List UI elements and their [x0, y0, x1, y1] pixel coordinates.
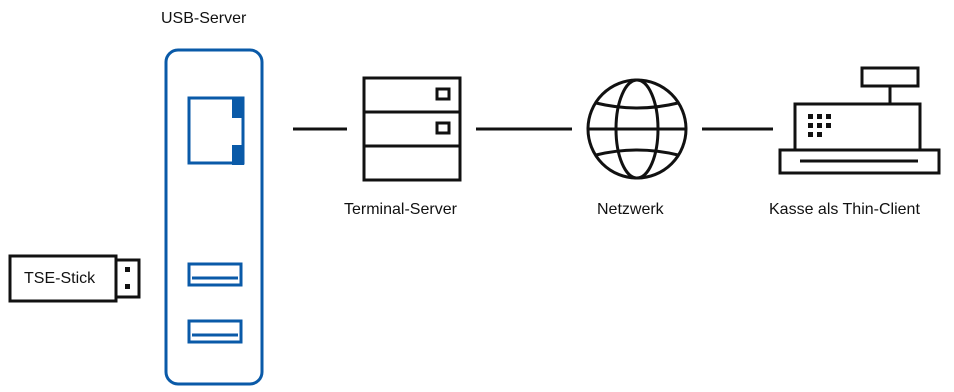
usb-server-label: USB-Server: [161, 10, 247, 27]
cash-register-label: Kasse als Thin-Client: [769, 201, 920, 218]
tse-stick-label: TSE-Stick: [24, 270, 96, 287]
cash-register-icon: [778, 66, 941, 175]
usb-server-icon: [164, 48, 264, 386]
ethernet-port-icon: [187, 96, 245, 165]
usb-stick-icon: [8, 254, 141, 303]
usb-port-icon: [187, 319, 243, 344]
usb-port-icon: [187, 262, 243, 287]
network-label: Netzwerk: [597, 201, 664, 218]
globe-icon: [586, 78, 688, 180]
server-icon: [362, 76, 462, 182]
terminal-server-label: Terminal-Server: [344, 201, 457, 218]
